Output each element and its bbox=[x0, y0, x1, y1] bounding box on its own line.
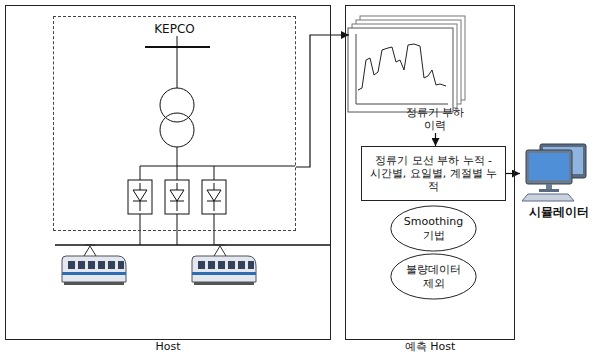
ellipse-shape bbox=[391, 206, 476, 251]
wire bbox=[214, 214, 215, 245]
wire bbox=[140, 214, 141, 245]
transformer-winding bbox=[160, 113, 194, 147]
load-curve bbox=[358, 44, 446, 90]
monitor-stand bbox=[546, 184, 552, 189]
wire bbox=[140, 166, 141, 180]
rectifier-symbol bbox=[165, 166, 189, 245]
host-frame: HostKEPCO bbox=[5, 5, 331, 340]
rectifier-box bbox=[202, 180, 226, 214]
node-label: Smoothing 기법 bbox=[402, 215, 466, 241]
prediction-host-frame: 예측 Host정류기 부하 이력정류기 모선 부하 누적 - 시간별, 요일별,… bbox=[345, 5, 515, 340]
rectifier-symbol bbox=[202, 166, 226, 245]
node-label: 예측 Host bbox=[346, 339, 514, 353]
keyboard bbox=[522, 194, 574, 201]
feeder-line bbox=[177, 147, 178, 166]
method-ellipse: Smoothing 기법 bbox=[390, 205, 477, 252]
wire bbox=[214, 166, 215, 180]
method-ellipse: 불량데이터 제외 bbox=[390, 253, 477, 300]
computer-icon bbox=[522, 144, 586, 201]
monitor-front bbox=[526, 150, 572, 184]
ellipse-shape bbox=[391, 254, 476, 299]
wire bbox=[177, 166, 178, 180]
node-label: 정류기 모선 부하 누적 - 시간별, 요일별, 계절별 누적 bbox=[368, 154, 499, 194]
chart-page bbox=[348, 28, 453, 112]
train bbox=[62, 245, 126, 285]
chart-axes bbox=[356, 34, 448, 104]
rectifier-symbol bbox=[128, 166, 152, 245]
flow-arrow bbox=[506, 173, 520, 174]
train bbox=[192, 245, 256, 285]
diode-triangle bbox=[170, 190, 184, 201]
node-label: 시뮬레이터 bbox=[520, 205, 598, 219]
monitor-screen bbox=[529, 153, 569, 180]
flow-arrow bbox=[435, 133, 436, 146]
monitor-base bbox=[539, 189, 559, 192]
chart-stack bbox=[348, 16, 465, 112]
rectifier-box bbox=[165, 180, 189, 214]
diode-triangle bbox=[133, 190, 147, 201]
wire bbox=[177, 214, 178, 245]
catenary-line bbox=[55, 244, 330, 246]
flow-arrow bbox=[296, 35, 349, 167]
load-history-charts: 정류기 부하 이력 bbox=[349, 15, 471, 133]
diode-bar bbox=[133, 201, 147, 202]
node-label: KEPCO bbox=[54, 22, 295, 36]
feeder-line bbox=[177, 47, 178, 88]
node-label: Host bbox=[6, 339, 330, 353]
diode-bar bbox=[170, 201, 184, 202]
diode-bar bbox=[207, 201, 221, 202]
substation-group: KEPCO bbox=[53, 16, 296, 231]
node-label: 불량데이터 제외 bbox=[402, 263, 466, 289]
transformer-winding bbox=[160, 88, 194, 122]
rectifier-bus bbox=[140, 166, 295, 167]
rectifier-box bbox=[128, 180, 152, 214]
feeder-line bbox=[177, 36, 178, 47]
diode-triangle bbox=[207, 190, 221, 201]
process-box: 정류기 모선 부하 누적 - 시간별, 요일별, 계절별 누적 bbox=[361, 146, 506, 201]
node-label: 정류기 부하 이력 bbox=[399, 106, 471, 132]
simulator-node: 시뮬레이터 bbox=[520, 140, 598, 220]
